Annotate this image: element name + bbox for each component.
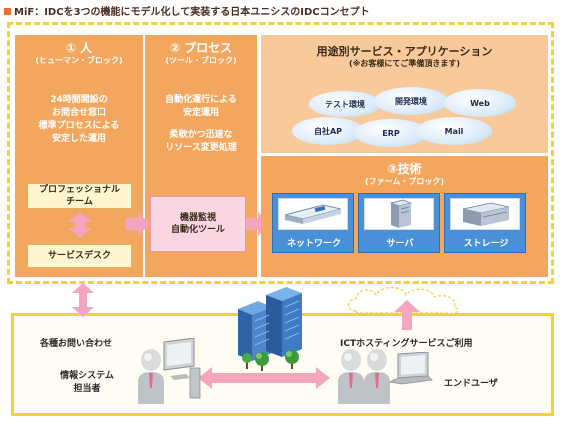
concept-frame (7, 22, 554, 284)
people-description: 24時間開設の お問合せ窓口 標準プロセスによる 安定した運用 (38, 95, 120, 144)
app-oval-dev: 開発環境 (374, 87, 448, 115)
double-arrow-icon (68, 212, 92, 238)
person-icon (138, 349, 164, 404)
process-description-2: 柔軟かつ迅速な リソース変更処理 (165, 130, 237, 153)
monitoring-tool-box: 機器監視自動化ツール (150, 196, 246, 252)
app-oval-test: テスト環境 (309, 91, 381, 117)
technology-heading: ③技術 (387, 162, 422, 176)
people-heading: ① 人 (65, 41, 93, 55)
inquiry-label: 各種お問い合わせ (40, 339, 113, 349)
building-icon (238, 287, 302, 371)
storage-label: ストレージ (463, 239, 509, 249)
process-subheading: (ツール・ブロック) (165, 56, 237, 65)
computer-icon (163, 338, 201, 399)
end-user-label: エンドユーザ (444, 379, 498, 389)
server-label: サーバ (386, 239, 414, 249)
technology-subheading: (ファーム・ブロック) (364, 177, 445, 186)
double-arrow-icon (72, 283, 94, 317)
app-oval-own-ap: 自社AP (292, 117, 364, 145)
computer-icon (388, 352, 433, 385)
people-block (15, 35, 143, 277)
arrow-people-to-tool (126, 212, 150, 236)
cloud-icon (347, 286, 459, 315)
network-device-icon (284, 204, 342, 224)
up-arrow-icon (394, 300, 420, 330)
service-desk-box: サービスデスク (27, 244, 132, 268)
professional-team-box: プロフェッショナルチーム (27, 183, 132, 209)
process-description-1: 自動化運行による 安定運用 (165, 95, 237, 118)
server-tile: サーバ (358, 193, 440, 253)
applications-note: (※お客様にてご準備頂きます) (348, 59, 461, 68)
network-label: ネットワーク (286, 239, 341, 249)
diagram-title: MiF：IDCを3つの機能にモデル化して実装する日本ユニシスのIDCコンセプト (4, 3, 370, 18)
person-icon (364, 349, 390, 404)
app-oval-erp: ERP (354, 119, 428, 147)
process-heading: ② プロセス (169, 41, 233, 55)
app-oval-mail: Mail (416, 117, 492, 145)
server-icon (389, 199, 413, 228)
double-arrow-icon (198, 367, 330, 389)
system-staff-label: 情報システム 担当者 (60, 371, 114, 394)
app-oval-web: Web (444, 89, 516, 117)
ict-hosting-label: ICTホスティングサービスご利用 (340, 339, 473, 349)
storage-icon (462, 202, 510, 226)
tree-icon (242, 350, 299, 371)
person-icon (338, 349, 364, 404)
applications-heading: 用途別サービス・アプリケーション (316, 45, 493, 58)
people-subheading: (ヒューマン・ブロック) (35, 56, 123, 65)
title-bullet-icon (4, 8, 11, 15)
network-device-tile: ネットワーク (272, 193, 354, 253)
storage-tile: ストレージ (444, 193, 526, 253)
